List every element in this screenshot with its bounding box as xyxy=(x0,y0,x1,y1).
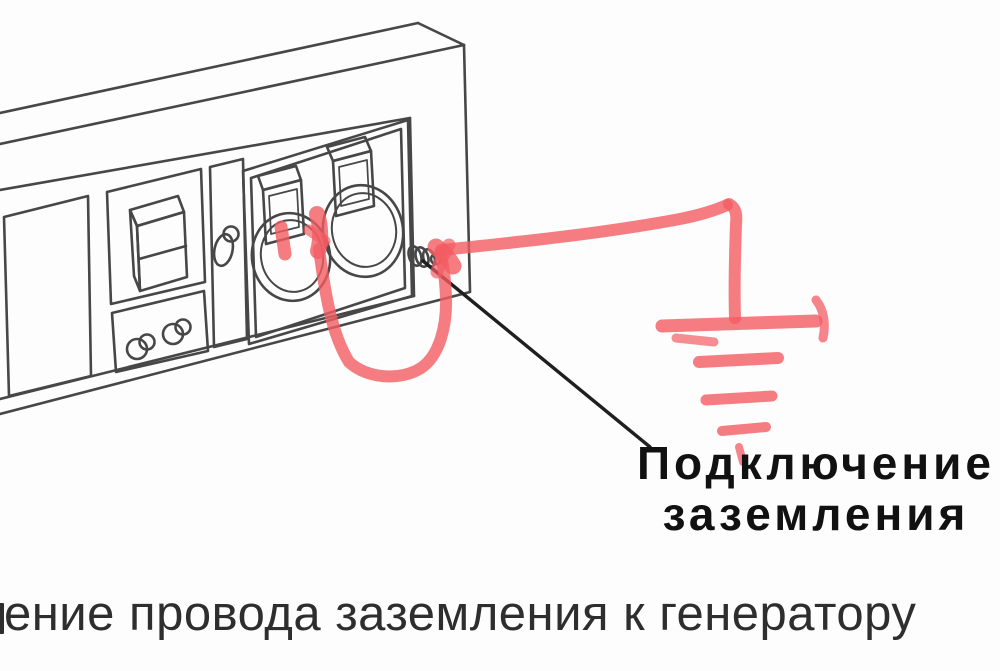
outlet-left-cover-inner xyxy=(268,188,300,235)
earth-bar-3 xyxy=(700,390,778,406)
panel-box-outline xyxy=(0,21,472,416)
breaker-switch xyxy=(128,194,189,293)
ground-bolt-rib-1 xyxy=(407,245,423,267)
red-wire-loop xyxy=(313,243,453,383)
earth-bar-4 xyxy=(717,422,771,436)
breaker-panel-frame xyxy=(105,167,207,306)
clipped-letter-fragment xyxy=(0,603,4,634)
ground-bolt-rib-2 xyxy=(414,246,430,268)
switch-rocker-line xyxy=(137,244,188,261)
red-blob-smear xyxy=(303,224,331,247)
outlet-plate-outer xyxy=(241,118,414,346)
output-terminals xyxy=(125,318,192,361)
earth-symbol-tick xyxy=(735,443,747,466)
box-top-back-edge xyxy=(0,21,420,115)
key-slot-oval xyxy=(212,232,235,268)
generator-panel xyxy=(0,21,472,416)
left-blank-panel xyxy=(2,194,93,398)
outlet-left-face xyxy=(250,211,332,303)
terminal-panel-frame xyxy=(110,289,210,374)
box-top-front-edge xyxy=(0,43,466,146)
ground-wire-annotation xyxy=(274,198,743,383)
earth-bar-1-hook xyxy=(811,295,829,343)
terminal-2-cap xyxy=(174,318,192,336)
switch-left-face xyxy=(128,208,142,293)
ground-connection-label-line2: заземления xyxy=(662,488,970,540)
box-bottom-edge xyxy=(0,290,472,416)
red-wire-horizontal xyxy=(435,199,733,256)
earth-bar-2 xyxy=(693,352,784,368)
earth-symbol-annotation xyxy=(655,295,829,466)
bottom-caption: ение провода заземления к генератору xyxy=(4,587,917,641)
earth-bar-1 xyxy=(655,314,823,333)
outlet-right-ring xyxy=(330,192,398,268)
red-dash-left-outlet xyxy=(274,220,292,261)
outlet-left-cover-front xyxy=(261,178,306,246)
key-slot-circle xyxy=(222,225,240,243)
outlet-plate-inner xyxy=(249,127,407,339)
outlet-left xyxy=(250,164,332,303)
box-right-edge xyxy=(462,43,472,293)
callout-line xyxy=(421,259,652,449)
earth-bar-1-understroke xyxy=(671,333,719,347)
outlet-right xyxy=(321,135,405,279)
ground-connection-label: Подключение заземления xyxy=(630,438,1000,540)
ground-connection-label-line1: Подключение xyxy=(636,437,996,489)
box-top-corner-edge xyxy=(416,21,466,47)
red-marker-annotations xyxy=(274,198,829,466)
recess-right-edge xyxy=(408,116,416,298)
terminal-1-cap xyxy=(138,333,156,351)
recess-top-edge xyxy=(0,116,412,192)
key-slot xyxy=(212,225,240,268)
red-wire-vertical xyxy=(723,198,743,324)
switch-top-face xyxy=(128,194,186,228)
key-strip-frame xyxy=(208,157,249,349)
